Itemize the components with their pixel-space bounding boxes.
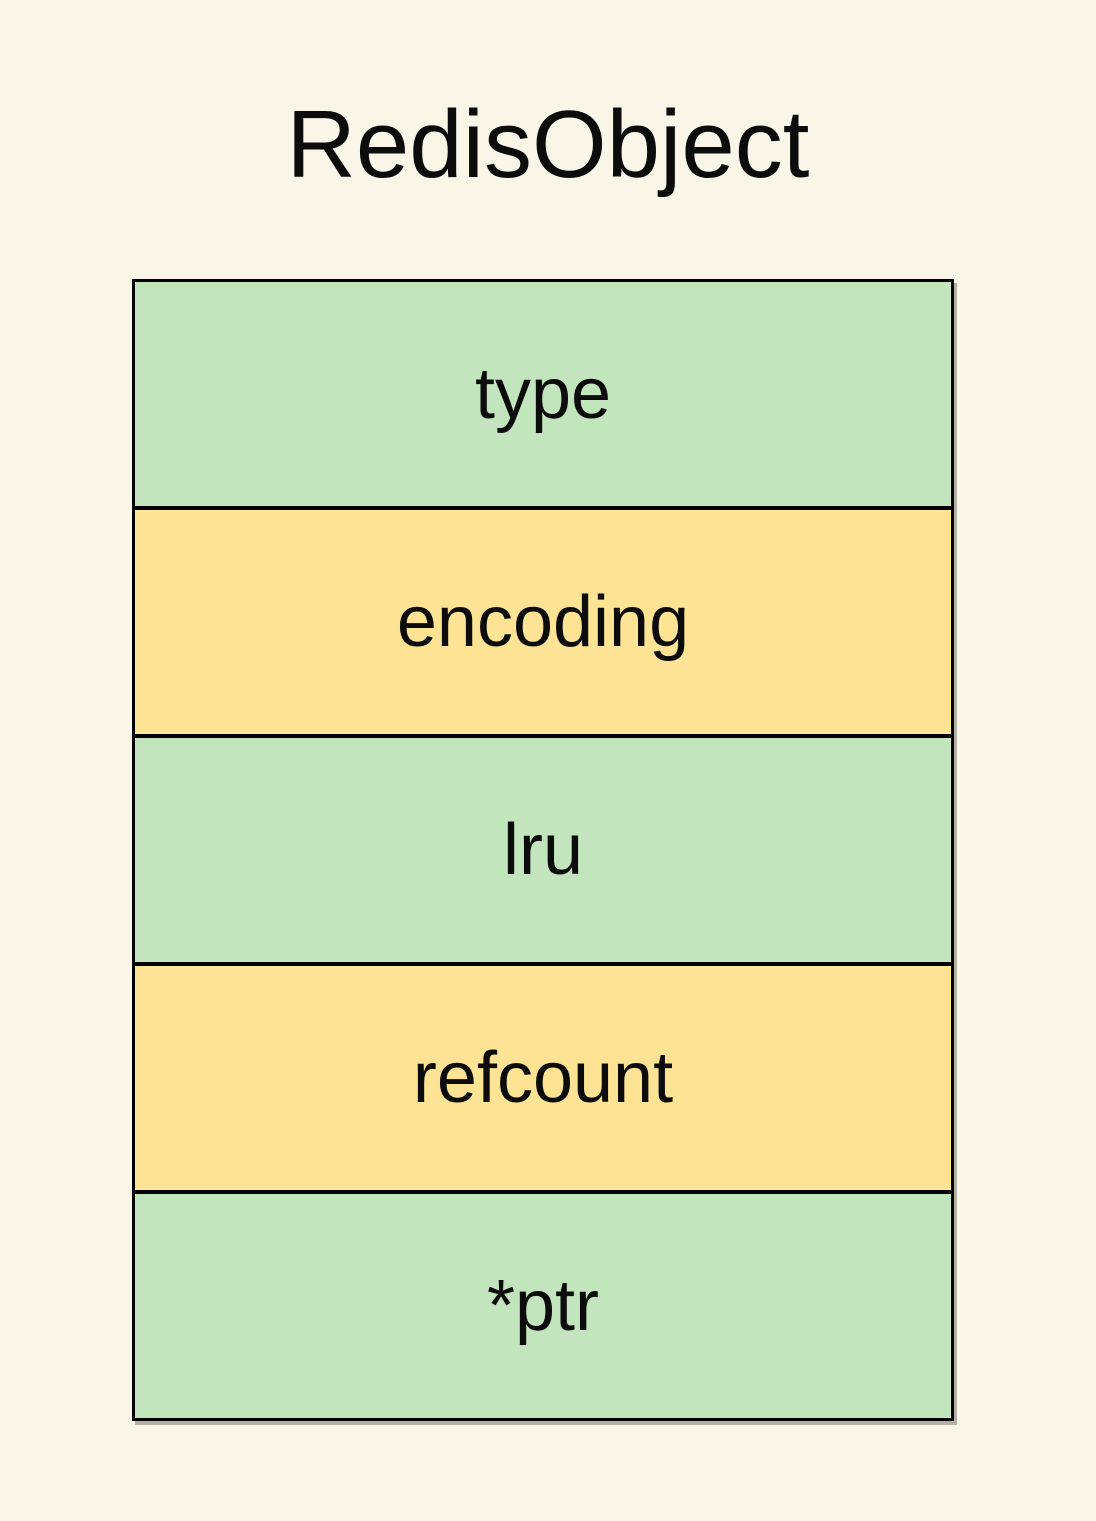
struct-row-refcount: refcount xyxy=(135,965,951,1194)
struct-row-ptr: *ptr xyxy=(135,1193,951,1418)
struct-row-encoding: encoding xyxy=(135,509,951,738)
row-label: type xyxy=(474,353,612,434)
struct-row-lru: lru xyxy=(135,737,951,966)
row-label: refcount xyxy=(412,1037,674,1118)
row-label: encoding xyxy=(396,581,690,662)
struct-row-type: type xyxy=(135,281,951,510)
redis-object-struct-box: type encoding lru refcount *ptr xyxy=(132,278,954,1421)
row-label: *ptr xyxy=(486,1265,600,1346)
page-title: RedisObject xyxy=(286,91,810,198)
row-label: lru xyxy=(502,809,583,890)
